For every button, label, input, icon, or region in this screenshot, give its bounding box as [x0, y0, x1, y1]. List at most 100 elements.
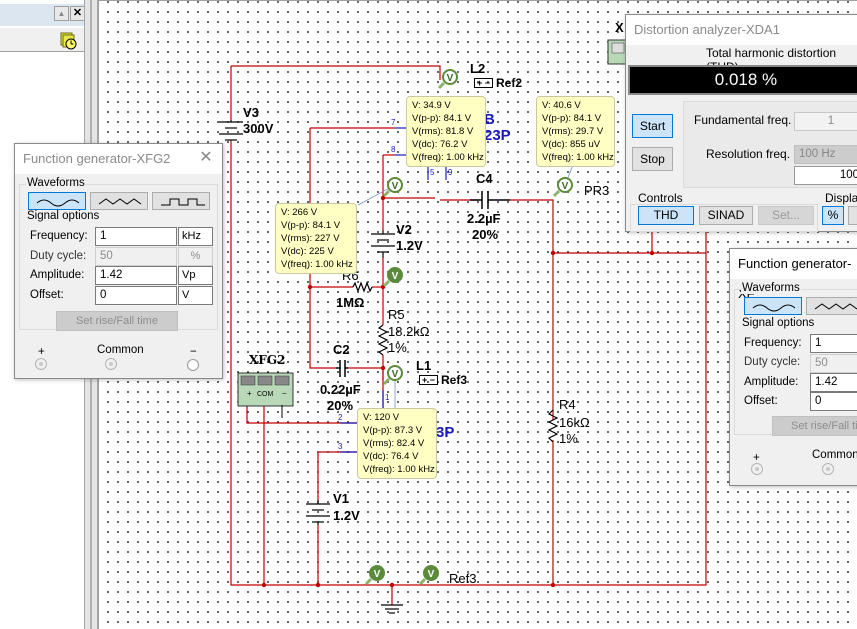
probe-vrms: V(rms): 81.8 V: [412, 126, 474, 137]
r6-value: 1MΩ: [336, 295, 365, 310]
triangle-wave-icon: [98, 198, 142, 205]
duty-cycle-input[interactable]: 50: [95, 247, 177, 266]
set-button[interactable]: Set...: [758, 206, 814, 225]
voltage-probe-icon: V: [382, 177, 403, 198]
waveforms-label: Waveforms: [741, 282, 801, 294]
v3-name: V3: [243, 105, 259, 120]
pin-number: 2: [338, 413, 343, 422]
amplitude-input[interactable]: 1.42: [810, 373, 857, 392]
probe-vdc: V(dc): 855 uV: [542, 139, 601, 150]
junction-dot: [380, 365, 386, 371]
r4-value: 16kΩ: [559, 415, 590, 430]
voltage-probe-icon: V: [382, 267, 403, 288]
controls-group: [630, 204, 818, 232]
offset-label: Offset:: [744, 395, 778, 407]
stop-button[interactable]: Stop: [632, 147, 673, 171]
svg-text:+: +: [247, 389, 252, 398]
v3-value: 300V: [243, 121, 274, 136]
probe-vdc: V(dc): 76.2 V: [412, 139, 468, 150]
dialog-title[interactable]: Distortion analyzer-XDA1: [626, 15, 857, 45]
svg-text:V: V: [447, 73, 454, 84]
v1-value: 1.2V: [333, 508, 360, 523]
fundamental-freq-input[interactable]: 1: [794, 112, 857, 131]
sine-wave-button[interactable]: [28, 192, 86, 210]
r4-name: R4: [559, 397, 576, 412]
offset-unit[interactable]: V: [178, 286, 213, 305]
probe-v: V: 120 V: [363, 412, 400, 423]
voltage-probe-icon: V: [364, 565, 385, 586]
svg-text:−: −: [282, 389, 287, 398]
pin-number: 5: [430, 168, 435, 177]
wire: [246, 405, 360, 424]
triangle-wave-button[interactable]: [90, 192, 148, 210]
resolution-points-input[interactable]: 100: [794, 166, 857, 185]
plus-terminal-radio[interactable]: [751, 463, 763, 475]
sine-wave-icon: [36, 199, 80, 207]
sinad-button[interactable]: SINAD: [699, 206, 753, 225]
triangle-wave-button[interactable]: [806, 297, 857, 315]
r5-value: 18.2kΩ: [388, 324, 430, 339]
svg-text:V: V: [392, 271, 399, 282]
c4-value: 2.2µF: [467, 211, 501, 226]
probe-vfreq: V(freq): 1.00 kHz: [281, 259, 353, 270]
triangle-wave-icon: [814, 303, 857, 310]
set-rise-fall-time-button[interactable]: Set rise/Fall time: [56, 311, 178, 331]
offset-input[interactable]: 0: [810, 392, 857, 411]
duty-cycle-input[interactable]: 50: [810, 354, 857, 373]
xda1-instrument-symbol: [607, 39, 629, 65]
common-terminal-radio[interactable]: [105, 358, 117, 370]
thd-button[interactable]: THD: [638, 206, 694, 225]
svg-text:COM: COM: [257, 391, 274, 398]
amplitude-label: Amplitude:: [30, 269, 85, 281]
start-button[interactable]: Start: [632, 114, 673, 138]
frequency-label: Frequency:: [30, 230, 88, 242]
minus-terminal-radio[interactable]: [187, 359, 199, 371]
c4-tolerance: 20%: [472, 227, 499, 242]
part-label-b: B: [484, 111, 495, 128]
junction-dot: [550, 582, 556, 588]
distortion-analyzer-dialog: Distortion analyzer-XDA1 Total harmonic …: [625, 14, 857, 232]
db-display-button[interactable]: [848, 206, 857, 225]
battery-v3-symbol: [219, 120, 243, 141]
sine-wave-icon: [752, 304, 796, 312]
c2-value: 0.22µF: [320, 382, 361, 397]
clock-icon[interactable]: [60, 32, 78, 50]
waveforms-label: Waveforms: [26, 177, 86, 189]
frequency-input[interactable]: 1: [810, 334, 857, 353]
resolution-freq-select[interactable]: 100 Hz: [794, 145, 857, 164]
r4-tolerance: 1%: [559, 431, 578, 446]
set-rise-fall-time-button[interactable]: Set rise/Fall ti: [772, 416, 857, 436]
wire: [230, 140, 707, 586]
dialog-title[interactable]: Function generator-XF: [730, 249, 857, 301]
junction-dot: [315, 582, 321, 588]
frequency-input[interactable]: 1: [95, 227, 177, 246]
square-wave-button[interactable]: [152, 192, 210, 210]
probe-vrms: V(rms): 82.4 V: [363, 438, 425, 449]
scroll-up-button[interactable]: ▲: [54, 6, 69, 21]
probe-vrms: V(rms): 29.7 V: [542, 126, 604, 137]
probe-readout: V: 120 V V(p-p): 87.3 V V(rms): 82.4 V V…: [357, 408, 437, 479]
c4-name: C4: [476, 171, 493, 186]
close-icon[interactable]: ✕: [199, 149, 213, 166]
voltage-probe-icon: V: [382, 365, 403, 386]
amplitude-unit[interactable]: Vp: [178, 266, 213, 285]
resistor-r5-symbol: [377, 324, 389, 356]
dialog-title[interactable]: Function generator-XFG2: [15, 144, 222, 174]
amplitude-label: Amplitude:: [744, 376, 799, 388]
probe-vfreq: V(freq): 1.00 kHz: [412, 152, 484, 163]
sine-wave-button[interactable]: [744, 297, 802, 315]
xfg2-name: XFG2: [249, 353, 286, 367]
pin-number: 7: [391, 118, 396, 127]
common-terminal-radio[interactable]: [822, 463, 834, 475]
ref3-label-bottom: Ref3: [449, 571, 477, 586]
plus-terminal-radio[interactable]: [35, 358, 47, 370]
signal-options-label: Signal options: [26, 210, 101, 222]
junction-dot: [550, 250, 556, 256]
percent-display-button[interactable]: %: [822, 206, 844, 225]
plus-terminal-label: +: [38, 346, 45, 358]
frequency-unit[interactable]: kHz: [178, 227, 213, 246]
probe-vpp: V(p-p): 84.1 V: [412, 113, 472, 124]
amplitude-input[interactable]: 1.42: [95, 266, 177, 285]
offset-input[interactable]: 0: [95, 286, 177, 305]
